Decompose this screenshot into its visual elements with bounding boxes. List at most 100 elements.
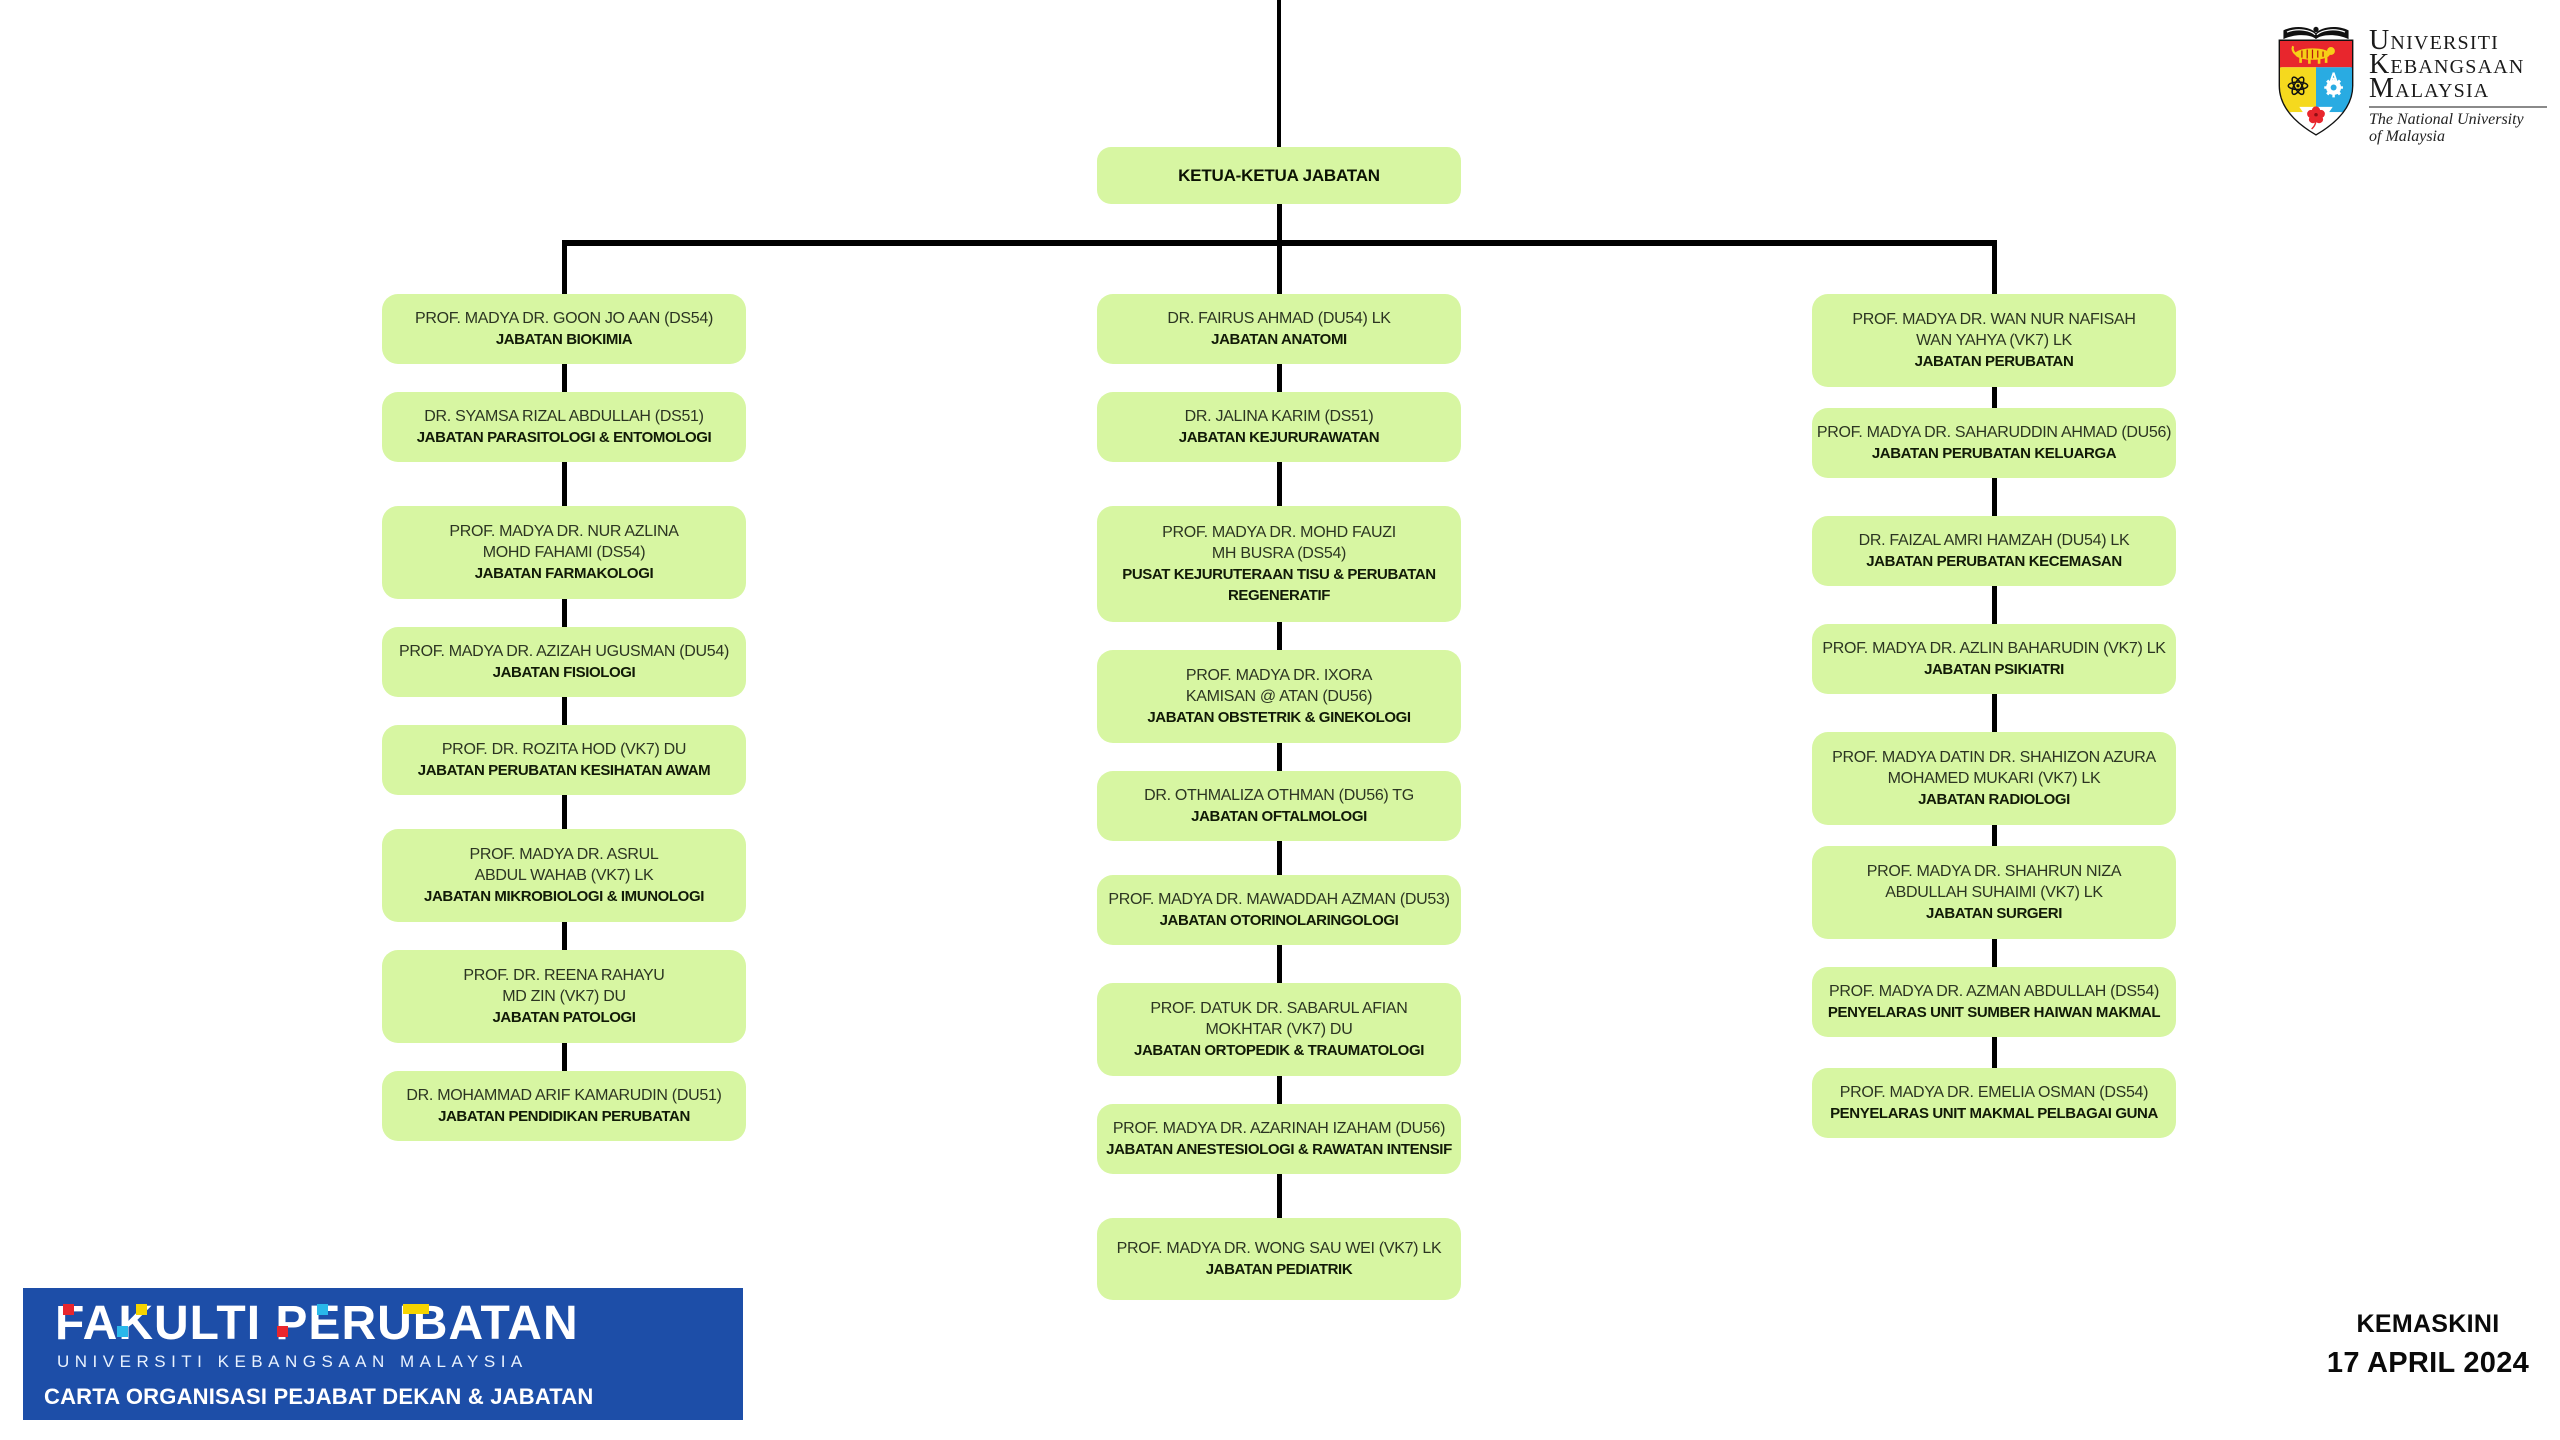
person-name: MOHAMED MUKARI (VK7) LK	[1887, 770, 2101, 787]
person-name: DR. MOHAMMAD ARIF KAMARUDIN (DU51)	[406, 1087, 722, 1104]
department-name: JABATAN PARASITOLOGI & ENTOMOLOGI	[416, 429, 712, 446]
person-name: MH BUSRA (DS54)	[1211, 545, 1347, 562]
department-name: JABATAN KEJURURAWATAN	[1178, 429, 1380, 446]
person-name: PROF. MADYA DR. EMELIA OSMAN (DS54)	[1839, 1084, 2149, 1101]
org-box: PROF. MADYA DR. AZLIN BAHARUDIN (VK7) LK…	[1812, 624, 2176, 694]
org-box: PROF. MADYA DR. AZARINAH IZAHAM (DU56)JA…	[1097, 1104, 1461, 1174]
org-box: PROF. DATUK DR. SABARUL AFIAN MOKHTAR (VK…	[1097, 983, 1461, 1076]
department-name: JABATAN BIOKIMIA	[495, 331, 633, 348]
department-name: JABATAN PERUBATAN	[1914, 353, 2074, 370]
ukm-logo-name-line: Universiti	[2369, 25, 2499, 56]
org-box: PROF. MADYA DATIN DR. SHAHIZON AZURA MOHA…	[1812, 732, 2176, 825]
wordmark-tile-red	[277, 1326, 288, 1337]
department-name: JABATAN OBSTETRIK & GINEKOLOGI	[1147, 709, 1411, 726]
person-name: DR. JALINA KARIM (DS51)	[1184, 408, 1374, 425]
org-box: PROF. MADYA DR. IXORA KAMISAN @ ATAN (DU5…	[1097, 650, 1461, 743]
department-name: JABATAN RADIOLOGI	[1918, 791, 2070, 808]
person-name: MOHD FAHAMI (DS54)	[482, 544, 646, 561]
last-updated: KEMASKINI 17 APRIL 2024	[2278, 1310, 2560, 1380]
person-name: PROF. MADYA DATIN DR. SHAHIZON AZURA	[1832, 749, 2156, 766]
person-name: DR. OTHMALIZA OTHMAN (DU56) TG	[1144, 787, 1414, 804]
department-name: JABATAN FISIOLOGI	[492, 664, 636, 681]
person-name: PROF. MADYA DR. ASRUL	[469, 846, 659, 863]
person-name: PROF. DR. REENA RAHAYU	[463, 967, 665, 984]
org-box: PROF. MADYA DR. MAWADDAH AZMAN (DU53) JAB…	[1097, 875, 1461, 945]
department-name: JABATAN PATOLOGI	[492, 1009, 636, 1026]
last-updated-date: 17 APRIL 2024	[2326, 1347, 2530, 1379]
org-box: DR. MOHAMMAD ARIF KAMARUDIN (DU51) JABATA…	[382, 1071, 746, 1141]
person-name: PROF. MADYA DR. AZLIN BAHARUDIN (VK7) LK	[1822, 640, 2166, 657]
person-name: PROF. MADYA DR. MAWADDAH AZMAN (DU53)	[1108, 891, 1450, 908]
wordmark-tile-cyan	[117, 1326, 128, 1337]
department-name: REGENERATIF	[1228, 587, 1330, 604]
department-name: JABATAN OFTALMOLOGI	[1191, 808, 1367, 825]
ukm-logo-divider	[2369, 106, 2547, 108]
person-name: DR. FAIZAL AMRI HAMZAH (DU54) LK	[1858, 532, 2130, 549]
department-name: JABATAN PERUBATAN KESIHATAN AWAM	[417, 762, 711, 779]
crest-gear-icon	[2324, 72, 2343, 98]
department-name: JABATAN PENDIDIKAN PERUBATAN	[438, 1108, 690, 1125]
org-box: PROF. DR. REENA RAHAYU MD ZIN (VK7) DU JAB…	[382, 950, 746, 1043]
person-name: MOKHTAR (VK7) DU	[1205, 1021, 1353, 1038]
crest-hibiscus-icon	[2307, 106, 2325, 130]
department-name: JABATAN SURGERI	[1926, 905, 2062, 922]
person-name: PROF. MADYA DR. AZIZAH UGUSMAN (DU54)	[399, 643, 729, 660]
ukm-logo-text: Universiti Kebangsaan Malaysia The Natio…	[2369, 22, 2547, 146]
org-box: DR. SYAMSA RIZAL ABDULLAH (DS51) JABATAN …	[382, 392, 746, 462]
department-name: PUSAT KEJURUTERAAN TISU & PERUBATAN	[1122, 566, 1436, 583]
ukm-logo: Universiti Kebangsaan Malaysia The Natio…	[2272, 22, 2558, 146]
wordmark-tile-cyan	[317, 1304, 328, 1315]
person-name: PROF. MADYA DR. SAHARUDDIN AHMAD (DU56)	[1816, 424, 2172, 441]
org-box: PROF. MADYA DR. WAN NUR NAFISAH WAN YAHYA…	[1812, 294, 2176, 387]
department-name: JABATAN PEDIATRIK	[1205, 1261, 1353, 1278]
person-name: PROF. MADYA DR. MOHD FAUZI	[1162, 524, 1396, 541]
department-name: JABATAN OTORINOLARINGOLOGI	[1159, 912, 1399, 929]
department-name: JABATAN ANATOMI	[1211, 331, 1347, 348]
person-name: PROF. DATUK DR. SABARUL AFIAN	[1150, 1000, 1408, 1017]
last-updated-label: KEMASKINI	[2356, 1310, 2500, 1338]
org-box: PROF. MADYA DR. SAHARUDDIN AHMAD (DU56) J…	[1812, 408, 2176, 478]
org-box: PROF. MADYA DR. MOHD FAUZI MH BUSRA (DS54…	[1097, 506, 1461, 622]
org-box: DR. JALINA KARIM (DS51) JABATAN KEJURURAW…	[1097, 392, 1461, 462]
ukm-crest-icon	[2278, 26, 2354, 136]
wordmark-tile-yellow-bar	[403, 1304, 429, 1314]
root-box-label: KETUA-KETUA JABATAN	[1178, 165, 1380, 185]
person-name: PROF. MADYA DR. WAN NUR NAFISAH	[1852, 311, 2136, 328]
person-name: PROF. MADYA DR. AZMAN ABDULLAH (DS54)	[1828, 983, 2160, 1000]
faculty-banner-caption: CARTA ORGANISASI PEJABAT DEKAN & JABATAN	[44, 1384, 594, 1409]
org-box: PROF. MADYA DR. AZIZAH UGUSMAN (DU54) JAB…	[382, 627, 746, 697]
department-name: JABATAN MIKROBIOLOGI & IMUNOLOGI	[424, 888, 704, 905]
ukm-logo-tagline: of Malaysia	[2369, 128, 2445, 145]
ukm-logo-name-line: Malaysia	[2369, 73, 2490, 104]
department-name: JABATAN PERUBATAN KELUARGA	[1871, 445, 2117, 462]
org-box: DR. FAIRUS AHMAD (DU54) LK JABATAN ANATOM…	[1097, 294, 1461, 364]
wordmark-tile-red	[63, 1304, 74, 1315]
department-name: JABATAN FARMAKOLOGI	[474, 565, 654, 582]
person-name: WAN YAHYA (VK7) LK	[1916, 332, 2072, 349]
department-name: JABATAN PSIKIATRI	[1924, 661, 2064, 678]
org-box: PROF. MADYA DR. EMELIA OSMAN (DS54) PENYE…	[1812, 1068, 2176, 1138]
connector-top	[1277, 0, 1281, 147]
person-name: MD ZIN (VK7) DU	[502, 988, 626, 1005]
department-name: JABATAN PERUBATAN KECEMASAN	[1866, 553, 2122, 570]
ukm-logo-tagline: The National University	[2369, 111, 2524, 128]
person-name: DR. FAIRUS AHMAD (DU54) LK	[1167, 310, 1391, 327]
person-name: PROF. MADYA DR. IXORA	[1185, 667, 1373, 684]
crest-atom-icon	[2287, 76, 2309, 96]
department-name: PENYELARAS UNIT MAKMAL PELBAGAI GUNA	[1830, 1105, 2158, 1122]
department-name: PENYELARAS UNIT SUMBER HAIWAN MAKMAL	[1827, 1004, 2161, 1021]
org-box: DR. FAIZAL AMRI HAMZAH (DU54) LK JABATAN …	[1812, 516, 2176, 586]
faculty-banner-subtitle: UNIVERSITI KEBANGSAAN MALAYSIA	[57, 1352, 528, 1371]
person-name: KAMISAN @ ATAN (DU56)	[1185, 688, 1373, 705]
ukm-logo-name-line: Kebangsaan	[2369, 49, 2525, 80]
department-name: JABATAN ANESTESIOLOGI & RAWATAN INTENSIF	[1106, 1141, 1452, 1158]
person-name: DR. SYAMSA RIZAL ABDULLAH (DS51)	[424, 408, 704, 425]
wordmark-tile-yellow	[136, 1304, 147, 1315]
person-name: ABDULLAH SUHAIMI (VK7) LK	[1885, 884, 2103, 901]
org-box: DR. OTHMALIZA OTHMAN (DU56) TG JABATAN OF…	[1097, 771, 1461, 841]
